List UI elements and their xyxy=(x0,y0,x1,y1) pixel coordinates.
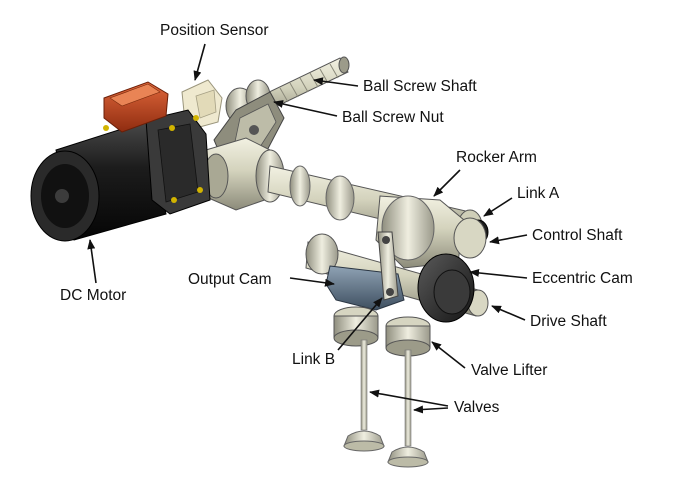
label-position-sensor: Position Sensor xyxy=(160,22,269,39)
link-b-part xyxy=(377,231,399,301)
label-valve-lifter: Valve Lifter xyxy=(471,362,547,379)
arrow-ball-screw-shaft xyxy=(313,77,359,87)
arrow-link-a xyxy=(483,197,513,217)
arrow-link-b xyxy=(337,297,383,351)
arrow-eccentric-cam xyxy=(469,268,528,279)
eccentric-cam-part xyxy=(417,253,475,323)
label-link-a: Link A xyxy=(517,185,560,202)
arrow-ball-screw-nut xyxy=(273,100,338,117)
label-dc-motor: DC Motor xyxy=(60,287,126,304)
linkage-housing-part xyxy=(203,137,285,211)
arrow-valve-lifter xyxy=(431,341,466,369)
label-eccentric-cam: Eccentric Cam xyxy=(532,270,633,287)
arrow-valves-right xyxy=(413,405,449,414)
dc-motor-part xyxy=(30,81,211,242)
label-output-cam: Output Cam xyxy=(188,271,272,288)
arrow-rocker-arm xyxy=(433,169,461,197)
label-control-shaft: Control Shaft xyxy=(532,227,623,244)
label-rocker-arm: Rocker Arm xyxy=(456,149,537,166)
valve-parts xyxy=(343,339,429,468)
arrow-dc-motor xyxy=(87,239,97,284)
rocker-arm-part xyxy=(375,195,489,269)
label-drive-shaft: Drive Shaft xyxy=(530,313,607,330)
arrow-valves-left xyxy=(369,389,449,407)
arrow-control-shaft xyxy=(489,234,528,245)
arrow-drive-shaft xyxy=(491,305,526,321)
arrow-output-cam xyxy=(289,277,335,287)
label-valves: Valves xyxy=(454,399,500,416)
arrow-position-sensor xyxy=(193,43,206,81)
valve-lifter-parts xyxy=(333,306,431,357)
label-ball-screw-nut: Ball Screw Nut xyxy=(342,109,444,126)
label-ball-screw-shaft: Ball Screw Shaft xyxy=(363,78,477,95)
label-link-b: Link B xyxy=(292,351,335,368)
